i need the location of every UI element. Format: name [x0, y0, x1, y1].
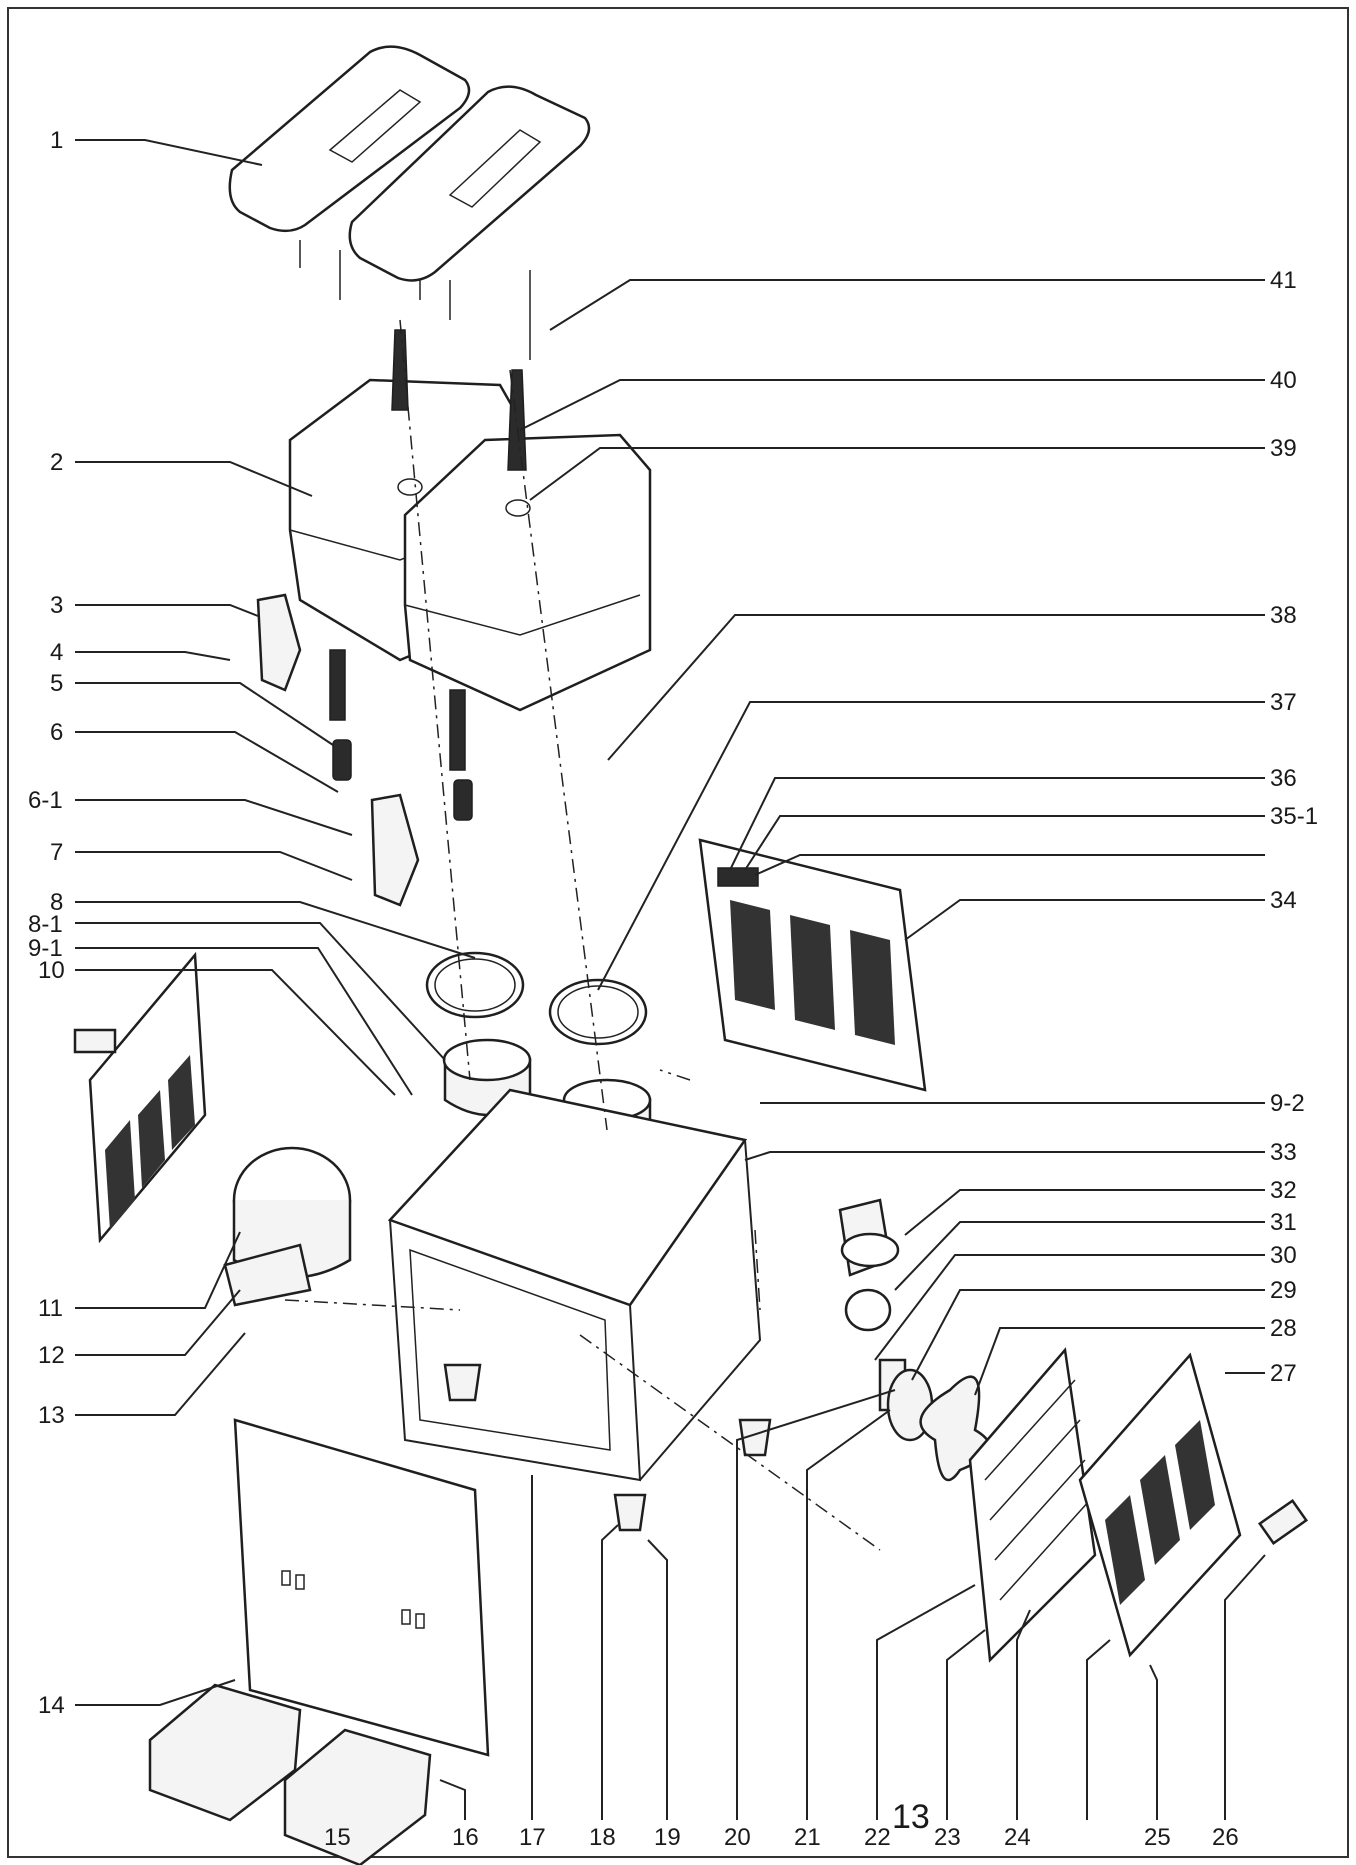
- callout-8-1: 8-1: [28, 911, 63, 938]
- callout-16: 16: [452, 1824, 479, 1851]
- callout-23: 23: [934, 1824, 961, 1851]
- page-number: 13: [892, 1798, 930, 1836]
- callout-17: 17: [519, 1824, 546, 1851]
- callout-31: 31: [1270, 1209, 1297, 1236]
- callout-38: 38: [1270, 602, 1297, 629]
- callout-36: 36: [1270, 765, 1297, 792]
- callout-10: 10: [38, 957, 65, 984]
- assembly-axis-lines: [284, 319, 881, 1551]
- callout-25: 25: [1144, 1824, 1171, 1851]
- callout-3: 3: [50, 592, 63, 619]
- callout-34: 34: [1270, 887, 1297, 914]
- frame: [387, 1088, 762, 1482]
- callout-11: 11: [38, 1295, 63, 1322]
- callout-39: 39: [1270, 435, 1297, 462]
- callouts-left: 1 2 3 4 5 6 6-1 7 8 8-1 9-1 10 11 12 13 …: [28, 127, 65, 1719]
- callout-1: 1: [50, 127, 63, 154]
- bowl-right: [403, 369, 652, 712]
- right-side-panel: [1078, 1352, 1309, 1658]
- drip-trays: [148, 1683, 432, 1865]
- callout-9-1: 9-1: [28, 935, 63, 962]
- dispensing-handles: [256, 593, 473, 907]
- callout-5: 5: [50, 670, 63, 697]
- callout-41: 41: [1270, 267, 1297, 294]
- callout-21: 21: [794, 1824, 821, 1851]
- callout-2: 2: [50, 449, 63, 476]
- callout-30: 30: [1270, 1242, 1297, 1269]
- callout-9-2: 9-2: [1270, 1090, 1305, 1117]
- callout-32: 32: [1270, 1177, 1297, 1204]
- callout-7: 7: [50, 839, 63, 866]
- callout-13: 13: [38, 1402, 65, 1429]
- page-border: [7, 7, 1349, 1858]
- lid-right: [348, 85, 591, 360]
- compressor: [223, 1146, 352, 1307]
- callout-40: 40: [1270, 367, 1297, 394]
- seal-rings: [425, 951, 648, 1046]
- callouts-right: 41 40 39 38 37 36 35-1 34 9-2 33 32 31 3…: [1270, 267, 1318, 1387]
- callout-14: 14: [38, 1692, 65, 1719]
- fan-motor-assembly: [838, 1198, 991, 1482]
- callout-19: 19: [654, 1824, 681, 1851]
- left-side-panel: [73, 951, 207, 1244]
- callout-37: 37: [1270, 689, 1297, 716]
- callout-20: 20: [724, 1824, 751, 1851]
- callouts-bottom: 15 16 17 18 19 20 21 22 23 24 25 26: [324, 1824, 1239, 1851]
- callout-6-1: 6-1: [28, 787, 63, 814]
- leader-lines: [75, 139, 1266, 1820]
- callout-27: 27: [1270, 1360, 1297, 1387]
- callout-33: 33: [1270, 1139, 1297, 1166]
- callout-15: 15: [324, 1824, 351, 1851]
- callout-4: 4: [50, 639, 63, 666]
- callout-24: 24: [1004, 1824, 1031, 1851]
- callout-22: 22: [864, 1824, 891, 1851]
- feet: [443, 1363, 772, 1532]
- callout-28: 28: [1270, 1315, 1297, 1342]
- callout-18: 18: [589, 1824, 616, 1851]
- front-panel: [233, 1418, 490, 1757]
- callout-35-1: 35-1: [1270, 803, 1318, 830]
- callout-26: 26: [1212, 1824, 1239, 1851]
- callout-29: 29: [1270, 1277, 1297, 1304]
- rear-panel: [698, 838, 927, 1092]
- lid-left: [228, 45, 471, 300]
- condenser: [968, 1347, 1097, 1663]
- callout-6: 6: [50, 719, 63, 746]
- callout-12: 12: [38, 1342, 65, 1369]
- callout-8: 8: [50, 889, 63, 916]
